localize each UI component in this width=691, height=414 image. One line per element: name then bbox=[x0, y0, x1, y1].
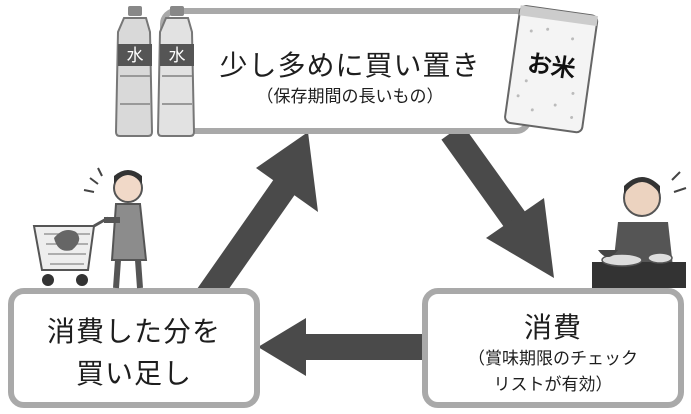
consume-title: 消費 bbox=[523, 311, 582, 344]
node-replenish bbox=[8, 288, 260, 408]
arrow-to-consume bbox=[441, 124, 554, 278]
replenish-title-line2: 買い足し bbox=[75, 357, 192, 390]
water-label-1: 水 bbox=[127, 46, 144, 66]
rice-bag-icon: お米 bbox=[498, 4, 602, 136]
person-eating-icon bbox=[588, 166, 688, 292]
arrow-to-stockpile bbox=[197, 132, 318, 304]
consume-subtitle-line1: （賞味期限のチェック bbox=[468, 349, 638, 369]
consume-subtitle-line2: リストが有効） bbox=[493, 375, 613, 395]
shopper-with-cart-icon bbox=[28, 160, 178, 295]
stockpile-title: 少し多めに買い置き bbox=[219, 49, 481, 82]
rice-bag-label: お米 bbox=[526, 49, 577, 83]
water-label-2: 水 bbox=[169, 46, 186, 66]
replenish-title-line1: 消費した分を bbox=[46, 315, 221, 348]
water-bottles-icon: 水 水 bbox=[110, 4, 220, 138]
node-consume bbox=[422, 288, 684, 408]
stockpile-subtitle: （保存期間の長いもの） bbox=[256, 87, 444, 107]
arrow-to-replenish bbox=[258, 318, 424, 376]
